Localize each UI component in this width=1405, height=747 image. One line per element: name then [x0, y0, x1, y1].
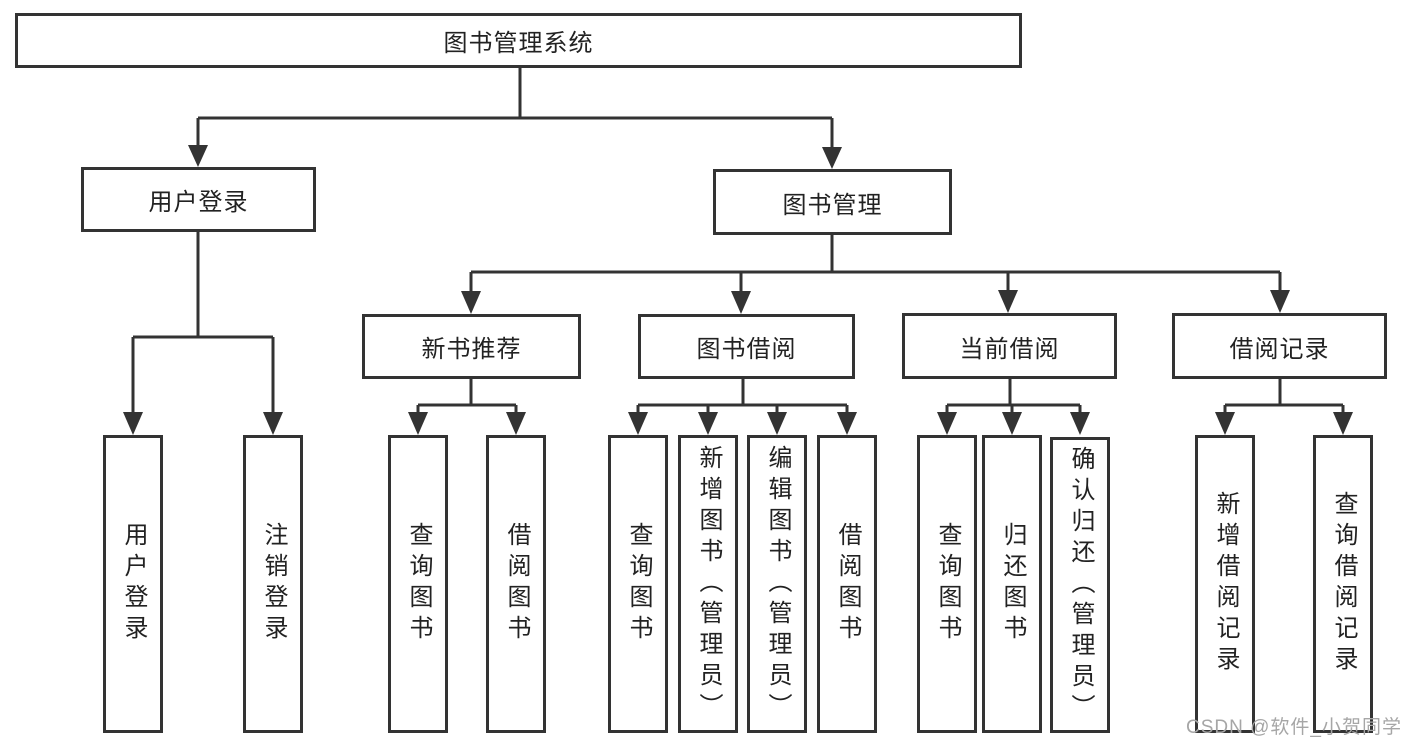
arrow-to-book-mgmt: [822, 147, 842, 169]
arrow-to-user-login: [188, 145, 208, 167]
watermark: CSDN @软件_小贺同学: [1186, 717, 1402, 738]
leaf-cb-confirm-return-admin: 确认归还（管理员）: [1050, 437, 1110, 733]
leaf-br-add-record: 新增借阅记录: [1195, 435, 1255, 733]
leaf-logout: 注销登录: [243, 435, 303, 733]
node-user-login-label: 用户登录: [148, 189, 249, 216]
leaf-user-login: 用户登录: [103, 435, 163, 733]
arrow-to-br-add: [1215, 412, 1235, 435]
connector-current-borrow: [945, 379, 1082, 414]
leaf-user-login-label: 用户登录: [120, 522, 147, 646]
arrow-to-bb-borrow: [837, 412, 857, 435]
leaf-cb-query-books-label: 查询图书: [934, 522, 961, 646]
leaf-bb-edit-books-admin: 编辑图书（管理员）: [747, 435, 807, 733]
arrow-to-bb-add: [698, 412, 718, 435]
node-new-book-rec-label: 新书推荐: [421, 336, 522, 363]
arrow-to-new-book-rec: [461, 291, 481, 314]
arrow-to-cb-confirm: [1070, 412, 1090, 435]
leaf-cb-confirm-return-admin-label: 确认归还（管理员）: [1067, 445, 1094, 725]
node-book-mgmt-label: 图书管理: [782, 191, 883, 219]
node-book-borrow-label: 图书借阅: [696, 336, 797, 363]
arrow-to-bb-edit: [767, 412, 787, 435]
node-borrow-record: 借阅记录: [1172, 313, 1387, 379]
arrow-to-nbr-borrow: [506, 412, 526, 435]
node-book-mgmt: 图书管理: [713, 169, 952, 235]
arrow-to-bb-query: [628, 412, 648, 435]
arrow-to-current-borrow: [998, 290, 1018, 313]
leaf-nbr-query-books: 查询图书: [388, 435, 448, 733]
node-user-login: 用户登录: [81, 167, 316, 232]
leaf-cb-return-books-label: 归还图书: [999, 522, 1026, 646]
leaf-nbr-query-books-label: 查询图书: [405, 522, 432, 646]
leaf-nbr-borrow-books-label: 借阅图书: [503, 522, 530, 646]
leaf-bb-query-books-label: 查询图书: [625, 522, 652, 646]
connector-new-book-rec: [416, 379, 518, 414]
arrow-to-br-query: [1333, 412, 1353, 435]
arrow-to-cb-return: [1002, 412, 1022, 435]
leaf-bb-add-books-admin-label: 新增图书（管理员）: [695, 444, 722, 724]
connector-book-borrow: [636, 379, 849, 414]
leaf-br-add-record-label: 新增借阅记录: [1212, 491, 1239, 677]
node-borrow-record-label: 借阅记录: [1229, 335, 1330, 363]
connector-user-login: [131, 232, 275, 414]
connector-root: [196, 68, 834, 148]
arrow-to-book-borrow: [731, 291, 751, 314]
leaf-bb-query-books: 查询图书: [608, 435, 668, 733]
leaf-br-query-record: 查询借阅记录: [1313, 435, 1373, 733]
leaf-br-query-record-label: 查询借阅记录: [1330, 491, 1357, 677]
leaf-nbr-borrow-books: 借阅图书: [486, 435, 546, 733]
leaf-bb-add-books-admin: 新增图书（管理员）: [678, 435, 738, 733]
leaf-bb-borrow-books-label: 借阅图书: [834, 522, 861, 646]
node-root: 图书管理系统: [15, 13, 1022, 68]
arrow-to-nbr-query: [408, 412, 428, 435]
leaf-cb-query-books: 查询图书: [917, 435, 977, 733]
arrow-to-cb-query: [937, 412, 957, 435]
connector-borrow-record: [1223, 379, 1345, 414]
node-book-borrow: 图书借阅: [638, 314, 855, 379]
node-new-book-rec: 新书推荐: [362, 314, 581, 379]
leaf-logout-label: 注销登录: [260, 522, 287, 646]
node-current-borrow-label: 当前借阅: [959, 335, 1060, 363]
connector-book-mgmt: [469, 235, 1282, 292]
arrow-to-borrow-record: [1270, 290, 1290, 313]
arrow-to-leaf-logout: [263, 412, 283, 435]
node-root-label: 图书管理系统: [443, 30, 594, 57]
leaf-cb-return-books: 归还图书: [982, 435, 1042, 733]
arrow-to-leaf-login: [123, 412, 143, 435]
leaf-bb-borrow-books: 借阅图书: [817, 435, 877, 733]
leaf-bb-edit-books-admin-label: 编辑图书（管理员）: [764, 444, 791, 724]
node-current-borrow: 当前借阅: [902, 313, 1117, 379]
